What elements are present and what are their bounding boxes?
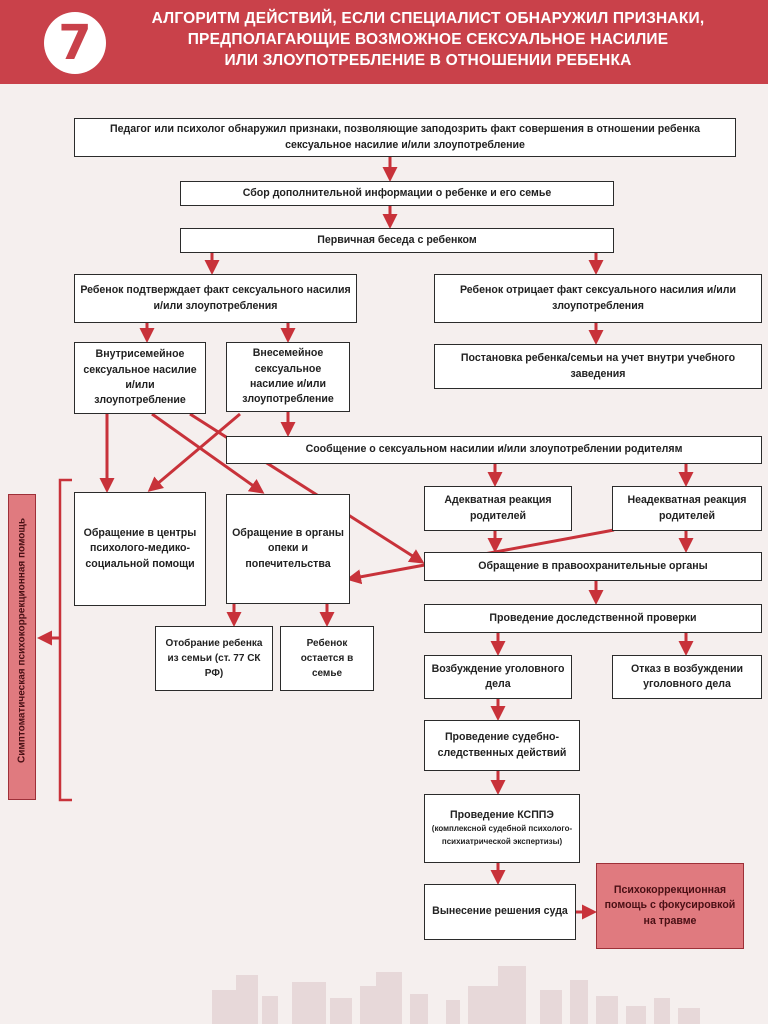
box-law-enforcement: Обращение в правоохранительные органы [424,552,762,581]
box-child-stays: Ребенок остается в семье [280,626,374,691]
box-extrafamily-abuse: Внесемейное сексуальное насилие и/или зл… [226,342,350,412]
box-collect-information: Сбор дополнительной информации о ребенке… [180,181,614,206]
box-child-removal: Отобрание ребенка из семьи (ст. 77 СК РФ… [155,626,273,691]
side-bracket [58,478,72,802]
box-trauma-focused-help: Психокоррекционная помощь с фокусировкой… [596,863,744,949]
box-guardianship-authorities: Обращение в органы опеки и попечительств… [226,494,350,604]
box-preinvestigation-check: Проведение доследственной проверки [424,604,762,633]
header-banner: 7 Алгоритм действий, если специалист обн… [0,0,768,84]
box-ksppe: Проведение КСППЭ (комплексной судебной п… [424,794,580,863]
side-label-text: Симптоматическая психокоррекционная помо… [16,518,28,763]
box-primary-conversation: Первичная беседа с ребенком [180,228,614,253]
box-inform-parents: Сообщение о сексуальном насилии и/или зл… [226,436,762,464]
page-title: Алгоритм действий, если специалист обнар… [108,8,748,71]
box-child-confirms: Ребенок подтверждает факт сексуального н… [74,274,357,323]
box-adequate-reaction: Адекватная реакция родителей [424,486,572,531]
box-teacher-noticed-signs: Педагог или психолог обнаружил признаки,… [74,118,736,157]
side-label-box [8,494,36,800]
box-child-denies: Ребенок отрицает факт сексуального насил… [434,274,762,323]
box-psych-medical-centers: Обращение в центры психолого-медико-соци… [74,492,206,606]
box-school-registration: Постановка ребенка/семьи на учет внутри … [434,344,762,389]
arrow-b7-b10 [147,412,241,492]
ksppe-title: Проведение КСППЭ [450,809,554,822]
box-judicial-investigation: Проведение судебно-следственных действий [424,720,580,771]
box-court-decision: Вынесение решения суда [424,884,576,940]
title-line-2: предполагающие возможное сексуальное нас… [187,31,669,48]
arrow-b6-b11 [151,412,265,494]
ksppe-description: (комплексной судебной психолого-психиатр… [431,824,573,847]
box-case-refused: Отказ в возбуждении уголовного дела [612,655,762,699]
skyline-decoration [212,966,700,1024]
title-line-1: Алгоритм действий, если специалист обнар… [151,10,705,27]
step-number-badge: 7 [44,12,106,74]
box-criminal-case-opened: Возбуждение уголовного дела [424,655,572,699]
title-line-3: или злоупотребление в отношении ребенка [224,52,632,69]
box-intrafamily-abuse: Внутрисемейное сексуальное насилие и/или… [74,342,206,414]
box-inadequate-reaction: Неадекватная реакция родителей [612,486,762,531]
